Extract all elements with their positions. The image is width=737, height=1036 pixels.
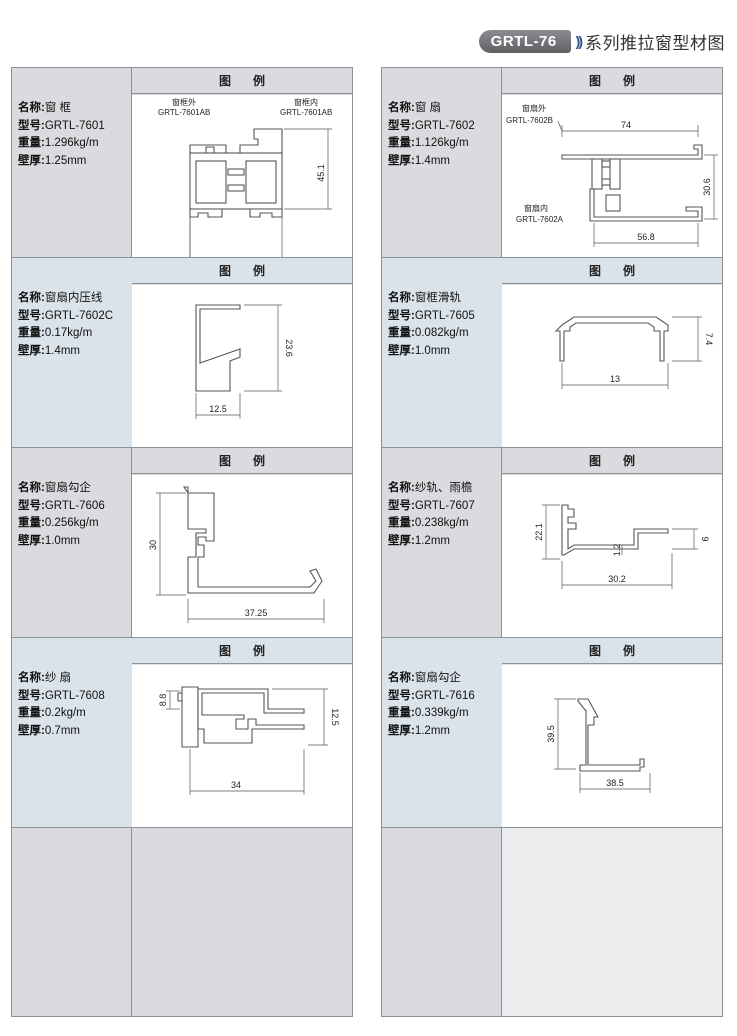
profile-row-7616: 名称:窗扇勾企 型号:GRTL-7616 重量:0.339kg/m 壁厚:1.2…: [382, 638, 722, 828]
svg-text:74: 74: [621, 120, 631, 130]
svg-text:GRTL-7601AB: GRTL-7601AB: [158, 108, 210, 117]
profile-drawing: 7.4 13: [502, 285, 722, 447]
svg-text:23.6: 23.6: [284, 339, 294, 357]
profile-drawing: 窗框外 GRTL-7601AB 窗框内 GRTL-7601AB 45.1: [132, 95, 352, 257]
profile-row-7605: 名称:窗框滑轨 型号:GRTL-7605 重量:0.082kg/m 壁厚:1.0…: [382, 258, 722, 448]
svg-text:8.8: 8.8: [158, 694, 168, 707]
svg-text:9: 9: [700, 536, 710, 541]
series-badge: GRTL-76: [478, 29, 571, 53]
svg-text:窗扇内: 窗扇内: [524, 203, 548, 213]
profile-drawing: 22.1 1.2 9 30.2: [502, 475, 722, 637]
drawing-caption: 图例: [502, 638, 722, 664]
svg-text:22.1: 22.1: [534, 523, 544, 541]
svg-text:37.25: 37.25: [245, 608, 268, 618]
drawing-caption: 图例: [502, 68, 722, 94]
drawing-caption: 图例: [502, 258, 722, 284]
profile-info: 名称:窗扇勾企 型号:GRTL-7616 重量:0.339kg/m 壁厚:1.2…: [388, 672, 475, 737]
svg-text:12.5: 12.5: [209, 404, 227, 414]
empty-area: [502, 828, 722, 1016]
svg-text:GRTL-7601AB: GRTL-7601AB: [280, 108, 332, 117]
svg-text:39.5: 39.5: [546, 725, 556, 743]
svg-text:13: 13: [610, 374, 620, 384]
right-column: 名称:窗 扇 型号:GRTL-7602 重量:1.126kg/m 壁厚:1.4m…: [381, 67, 723, 1017]
profile-row-7607: 名称:纱轨、雨檐 型号:GRTL-7607 重量:0.238kg/m 壁厚:1.…: [382, 448, 722, 638]
svg-text:1.2: 1.2: [612, 544, 622, 557]
svg-text:30.6: 30.6: [702, 178, 712, 196]
svg-text:30.2: 30.2: [608, 574, 626, 584]
svg-text:30: 30: [148, 540, 158, 550]
drawing-caption: 图例: [132, 68, 352, 94]
chevron-icon: )): [575, 33, 583, 49]
profile-drawing: 8.8 12.5 34: [132, 665, 352, 827]
svg-text:38.5: 38.5: [606, 778, 624, 788]
svg-text:GRTL-7602B: GRTL-7602B: [506, 116, 553, 125]
drawing-caption: 图例: [132, 638, 352, 664]
profile-info: 名称:纱 扇 型号:GRTL-7608 重量:0.2kg/m 壁厚:0.7mm: [18, 672, 105, 737]
profile-row-7606: 名称:窗扇勾企 型号:GRTL-7606 重量:0.256kg/m 壁厚:1.0…: [12, 448, 352, 638]
svg-text:34: 34: [231, 780, 241, 790]
page-header: GRTL-76 )) 系列推拉窗型材图: [478, 28, 725, 54]
page-title: 系列推拉窗型材图: [585, 33, 725, 53]
profile-row-7602c: 名称:窗扇内压线 型号:GRTL-7602C 重量:0.17kg/m 壁厚:1.…: [12, 258, 352, 448]
profile-info: 名称:纱轨、雨檐 型号:GRTL-7607 重量:0.238kg/m 壁厚:1.…: [388, 482, 475, 547]
drawing-caption: 图例: [132, 258, 352, 284]
profile-drawing: 23.6 12.5: [132, 285, 352, 447]
profile-row-7608: 名称:纱 扇 型号:GRTL-7608 重量:0.2kg/m 壁厚:0.7mm …: [12, 638, 352, 828]
profile-info: 名称:窗 框 型号:GRTL-7601 重量:1.296kg/m 壁厚:1.25…: [18, 102, 105, 167]
profile-info: 名称:窗扇勾企 型号:GRTL-7606 重量:0.256kg/m 壁厚:1.0…: [18, 482, 105, 547]
profile-row-7601: 名称:窗 框 型号:GRTL-7601 重量:1.296kg/m 壁厚:1.25…: [12, 68, 352, 258]
drawing-caption: 图例: [132, 448, 352, 474]
profile-row-7602: 名称:窗 扇 型号:GRTL-7602 重量:1.126kg/m 壁厚:1.4m…: [382, 68, 722, 258]
svg-text:12.5: 12.5: [330, 708, 340, 726]
profile-drawing: 窗扇外 GRTL-7602B 窗扇内 GRTL-7602A 74: [502, 95, 722, 257]
svg-text:窗框内: 窗框内: [294, 97, 318, 107]
profile-info: 名称:窗 扇 型号:GRTL-7602 重量:1.126kg/m 壁厚:1.4m…: [388, 102, 475, 167]
profile-info: 名称:窗框滑轨 型号:GRTL-7605 重量:0.082kg/m 壁厚:1.0…: [388, 292, 475, 357]
svg-text:窗框外: 窗框外: [172, 97, 196, 107]
profile-info: 名称:窗扇内压线 型号:GRTL-7602C 重量:0.17kg/m 壁厚:1.…: [18, 292, 114, 357]
profile-drawing: 30 37.25: [132, 475, 352, 637]
svg-text:56.8: 56.8: [637, 232, 655, 242]
svg-text:45.1: 45.1: [316, 164, 326, 182]
svg-text:7.4: 7.4: [704, 333, 714, 346]
svg-text:GRTL-7602A: GRTL-7602A: [516, 215, 564, 224]
profile-drawing: 39.5 38.5: [502, 665, 722, 827]
svg-text:窗扇外: 窗扇外: [522, 103, 546, 113]
left-column: 名称:窗 框 型号:GRTL-7601 重量:1.296kg/m 壁厚:1.25…: [11, 67, 353, 1017]
drawing-caption: 图例: [502, 448, 722, 474]
